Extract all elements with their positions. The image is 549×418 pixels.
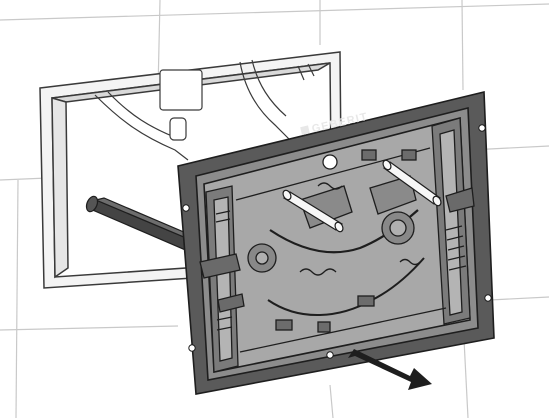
pull-direction-arrow [348,349,432,390]
actuator-mechanism [199,117,475,373]
cistern-interior [94,59,315,161]
actuator-mounting-plate [177,90,495,395]
actuation-rods-white [282,159,442,233]
mounting-holes [182,124,492,359]
